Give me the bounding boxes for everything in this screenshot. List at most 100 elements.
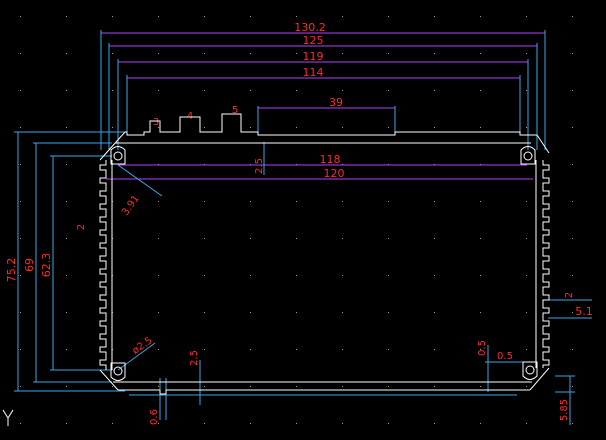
grid-dot	[572, 312, 573, 313]
grid-dot	[158, 127, 159, 128]
grid-dot	[572, 53, 573, 54]
bottom-profile	[118, 389, 530, 395]
grid-dot	[434, 275, 435, 276]
dim-label-3-91: 3.91	[120, 193, 142, 218]
grid-dot	[434, 386, 435, 387]
grid-dot	[434, 423, 435, 424]
grid-dot	[66, 53, 67, 54]
grid-dot	[388, 53, 389, 54]
grid-dot	[66, 349, 67, 350]
grid-dot	[342, 238, 343, 239]
grid-dot	[480, 16, 481, 17]
enclosure-outline	[99, 113, 550, 395]
grid-dot	[434, 53, 435, 54]
grid-dot	[112, 127, 113, 128]
dim-label-69: 69	[23, 258, 36, 272]
grid-dot	[158, 16, 159, 17]
grid-dot	[572, 349, 573, 350]
grid-dot	[342, 275, 343, 276]
grid-dot	[112, 386, 113, 387]
grid-dot	[526, 312, 527, 313]
grid-dot	[250, 16, 251, 17]
grid-dot	[204, 312, 205, 313]
grid-dot	[20, 164, 21, 165]
grid-dot	[20, 312, 21, 313]
grid-dot	[296, 90, 297, 91]
grid-dot	[296, 275, 297, 276]
grid-dot	[158, 275, 159, 276]
grid-dot	[66, 275, 67, 276]
grid-dot	[572, 127, 573, 128]
dimension-labels: 130.2 125 119 114 39 5 4 3 118 120 2.5 7…	[5, 21, 593, 425]
screw-hole-br	[525, 365, 535, 375]
dim-label-62-3: 62.3	[40, 253, 53, 278]
grid-dot	[526, 423, 527, 424]
dim-label-2-5-bottom: 2.5	[189, 350, 200, 366]
dim-label-3: 3	[153, 117, 159, 128]
grid-dot	[388, 275, 389, 276]
ucs-axis-icon	[2, 409, 14, 426]
grid-dot	[204, 53, 205, 54]
grid-dot	[158, 90, 159, 91]
boss-bl	[110, 362, 126, 381]
grid-dot	[434, 349, 435, 350]
grid-dots	[20, 16, 573, 424]
grid-dot	[434, 312, 435, 313]
grid-dot	[66, 386, 67, 387]
grid-dot	[250, 53, 251, 54]
grid-dot	[572, 16, 573, 17]
grid-dot	[250, 349, 251, 350]
grid-dot	[250, 90, 251, 91]
grid-dot	[526, 201, 527, 202]
grid-dot	[112, 423, 113, 424]
grid-dot	[434, 201, 435, 202]
grid-dot	[388, 90, 389, 91]
chamfer-br	[529, 367, 550, 391]
grid-dot	[158, 312, 159, 313]
grid-dot	[112, 90, 113, 91]
grid-dot	[112, 16, 113, 17]
grid-dot	[342, 127, 343, 128]
grid-dot	[66, 238, 67, 239]
grid-dot	[480, 312, 481, 313]
grid-dot	[158, 349, 159, 350]
grid-dot	[66, 312, 67, 313]
grid-dot	[158, 238, 159, 239]
grid-dot	[204, 349, 205, 350]
grid-dot	[572, 238, 573, 239]
dim-label-d2-5: ø2.5	[130, 335, 154, 357]
grid-dot	[66, 90, 67, 91]
dim-label-2-5-top: 2.5	[254, 158, 265, 174]
top-profile	[125, 113, 537, 136]
dim-label-75-2: 75.2	[5, 258, 18, 283]
grid-dot	[296, 386, 297, 387]
grid-dot	[296, 349, 297, 350]
grid-dot	[250, 275, 251, 276]
grid-dot	[342, 386, 343, 387]
grid-dot	[204, 127, 205, 128]
grid-dot	[526, 16, 527, 17]
dim-line-d2-5	[117, 342, 156, 371]
grid-dot	[434, 238, 435, 239]
grid-dot	[388, 312, 389, 313]
grid-dot	[296, 127, 297, 128]
boss-br	[522, 361, 538, 380]
grid-dot	[572, 386, 573, 387]
dim-label-125: 125	[303, 34, 324, 47]
grid-dot	[388, 386, 389, 387]
grid-dot	[388, 238, 389, 239]
grid-dot	[20, 275, 21, 276]
grid-dot	[66, 164, 67, 165]
chamfer-bl	[99, 369, 119, 391]
grid-dot	[342, 312, 343, 313]
boss-tr	[520, 146, 536, 165]
grid-dot	[572, 164, 573, 165]
dim-label-5-1: 5.1	[575, 305, 593, 318]
grid-dot	[204, 238, 205, 239]
grid-dot	[572, 201, 573, 202]
grid-dot	[526, 127, 527, 128]
grid-dot	[434, 16, 435, 17]
left-fin-wall	[99, 160, 107, 370]
dim-label-119: 119	[303, 50, 324, 63]
